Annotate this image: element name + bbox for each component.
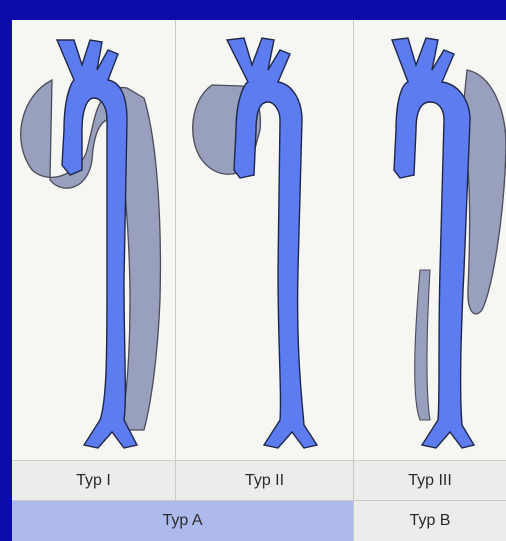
aorta-typ-3	[392, 38, 506, 448]
true-lumen-typ-2	[227, 38, 317, 448]
true-lumen-typ-1	[57, 40, 137, 448]
column-divider-2	[353, 20, 354, 460]
type-label-row: Typ I Typ II Typ III	[12, 460, 506, 501]
false-lumen-typ-1	[21, 80, 161, 430]
group-typ-a: Typ A	[12, 501, 353, 541]
group-typ-b: Typ B	[353, 501, 506, 541]
false-lumen-lower-typ-3	[415, 270, 430, 420]
aorta-typ-1	[21, 40, 161, 448]
label-typ-3: Typ III	[353, 461, 506, 500]
aorta-typ-2	[193, 38, 317, 448]
group-label-row: Typ A Typ B	[12, 501, 506, 541]
column-divider-1	[175, 20, 176, 500]
label-typ-1: Typ I	[12, 461, 175, 500]
true-lumen-typ-3	[392, 38, 474, 448]
aorta-illustrations	[12, 20, 506, 460]
classification-figure: Typ I Typ II Typ III Typ A Typ B	[12, 20, 506, 541]
label-typ-2: Typ II	[175, 461, 353, 500]
